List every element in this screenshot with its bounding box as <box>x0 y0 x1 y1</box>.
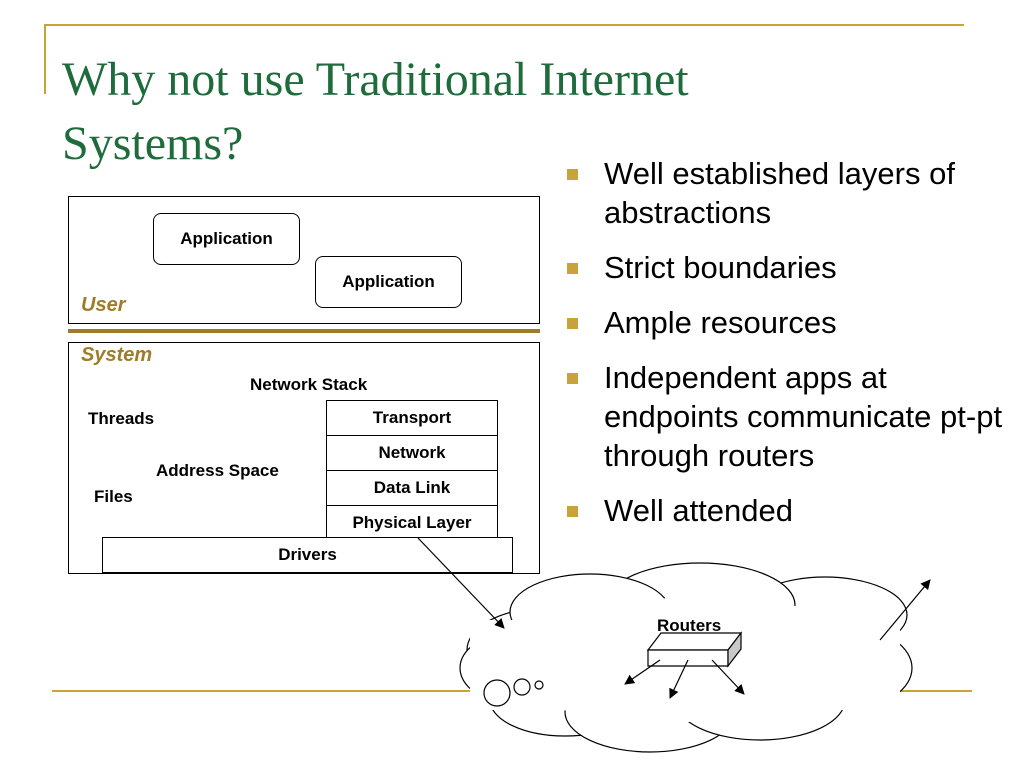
address-space-label: Address Space <box>156 461 279 480</box>
bullet-square-icon <box>567 169 578 180</box>
bullet-item: Strict boundaries <box>567 248 1007 287</box>
bullet-text: Well established layers of abstractions <box>604 156 955 230</box>
routers-label: Routers <box>657 616 722 635</box>
router-arrow-right <box>711 659 745 695</box>
thought-bubble-small <box>534 680 544 690</box>
bullet-square-icon <box>567 373 578 384</box>
arrow-to-cloud <box>417 537 505 629</box>
bullet-item: Ample resources <box>567 303 1007 342</box>
bullet-text: Well attended <box>604 493 793 528</box>
application-box-2: Application <box>315 256 462 308</box>
arrow-out-of-cloud <box>879 579 931 641</box>
bullet-text: Independent apps at endpoints communicat… <box>604 360 1003 473</box>
slide-title: Why not use Traditional Internet Systems… <box>62 53 689 170</box>
bullet-item: Well attended <box>567 491 1007 530</box>
thought-bubble-medium <box>513 678 531 696</box>
router-icon <box>646 631 743 668</box>
bullet-square-icon <box>567 263 578 274</box>
bullet-list: Well established layers of abstractions … <box>567 154 1007 546</box>
bullet-text: Ample resources <box>604 305 837 340</box>
system-label: System <box>81 344 153 366</box>
layer-physical: Physical Layer <box>326 505 498 541</box>
bullet-text: Strict boundaries <box>604 250 837 285</box>
network-stack-label: Network Stack <box>250 375 368 394</box>
bullet-square-icon <box>567 318 578 329</box>
router-arrow-down <box>669 659 689 699</box>
drivers-box: Drivers <box>102 537 513 573</box>
left-rule <box>44 24 46 94</box>
files-label: Files <box>94 487 133 506</box>
router-arrow-left <box>624 659 661 685</box>
threads-label: Threads <box>88 409 155 428</box>
thought-bubble-large <box>483 679 511 707</box>
top-rule <box>44 24 964 26</box>
bullet-item: Well established layers of abstractions <box>567 154 1007 232</box>
user-label: User <box>81 294 126 316</box>
user-system-divider <box>68 329 540 333</box>
bullet-square-icon <box>567 506 578 517</box>
application-box-1: Application <box>153 213 300 265</box>
layer-network: Network <box>326 435 498 471</box>
layer-transport: Transport <box>326 400 498 436</box>
bullet-item: Independent apps at endpoints communicat… <box>567 358 1007 475</box>
